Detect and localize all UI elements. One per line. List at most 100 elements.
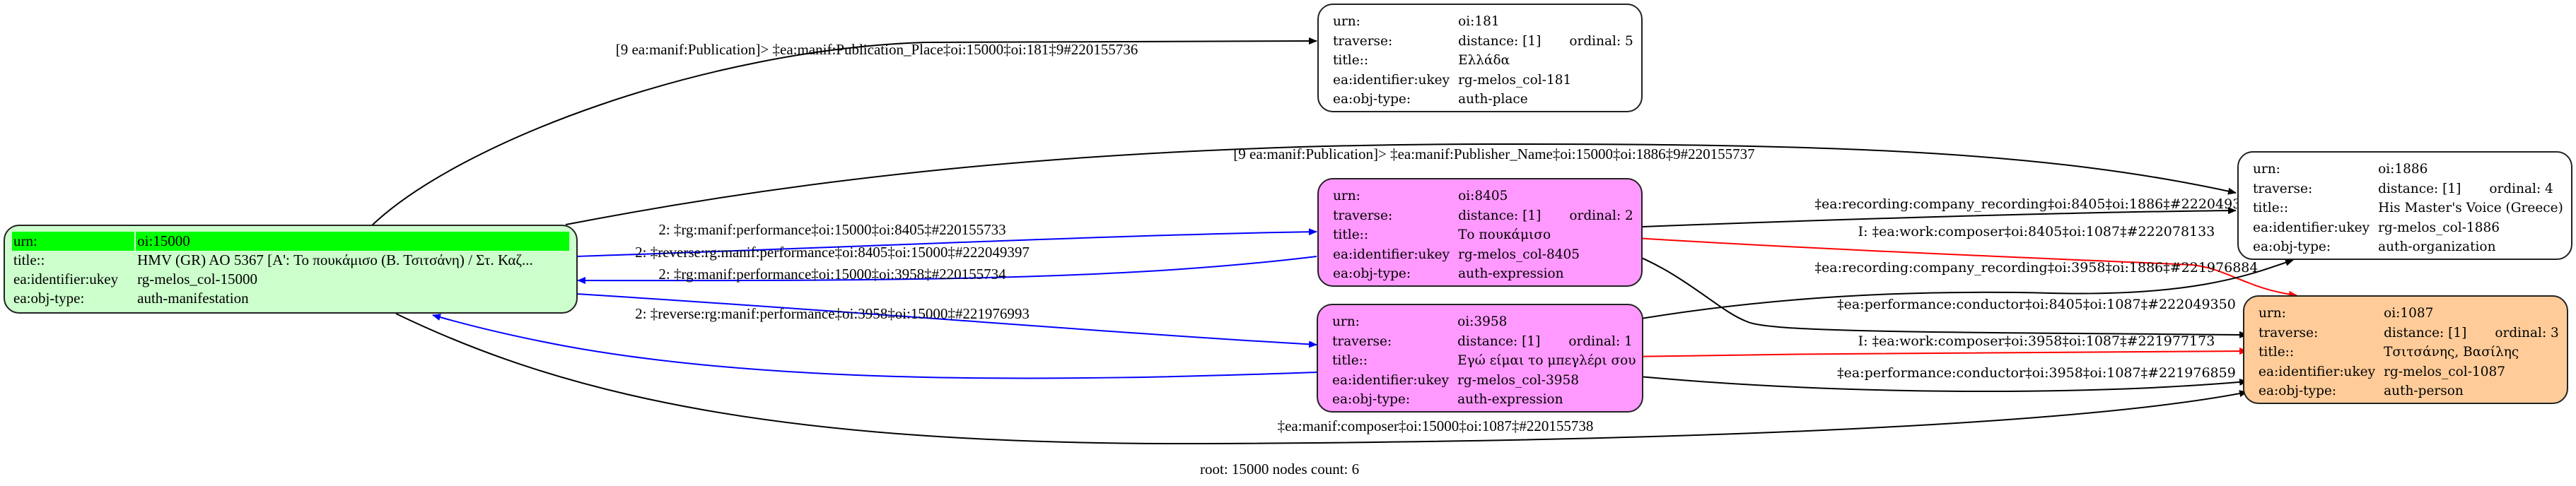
node-3958[interactable]: urn: oi:3958 traverse: distance: [1]ordi… bbox=[1317, 304, 1643, 413]
edge-reverse-performance-8405[interactable]: 2: ‡reverse:rg:manif:performance‡oi:8405… bbox=[577, 244, 1317, 285]
distance-value: distance: [1] bbox=[2378, 181, 2461, 196]
edge-performance-conductor-8405[interactable]: ‡ea:performance:conductor‡oi:8405‡oi:108… bbox=[1624, 250, 2248, 338]
ordinal-value: ordinal: 1 bbox=[1568, 333, 1633, 349]
edge-label: I: ‡ea:work:composer‡oi:8405‡oi:1087‡#22… bbox=[1858, 224, 2215, 239]
edge-work-composer-3958[interactable]: I: ‡ea:work:composer‡oi:3958‡oi:1087‡#22… bbox=[1624, 333, 2248, 357]
node-root-15000[interactable]: urn: oi:15000 title:: HMV (GR) AO 5367 [… bbox=[4, 225, 578, 314]
property-key: title:: bbox=[1333, 53, 1369, 69]
property-key: traverse: bbox=[2259, 325, 2319, 340]
property-value: auth-person bbox=[2384, 384, 2464, 399]
property-value: auth-place bbox=[1458, 92, 1528, 107]
edge-label: [9 ea:manif:Publication]> ‡ea:manif:Publ… bbox=[1233, 146, 1754, 162]
node-1886[interactable]: urn: oi:1886 traverse: distance: [1]ordi… bbox=[2237, 151, 2572, 260]
node-properties: urn: oi:1087 traverse: distance: [1]ordi… bbox=[2256, 304, 2562, 401]
property-key: traverse: bbox=[2253, 181, 2313, 196]
edge-company-recording-8405[interactable]: ‡ea:recording:company_recording‡oi:8405‡… bbox=[1624, 196, 2259, 228]
property-row-type: ea:obj-type: auth-place bbox=[1331, 90, 1635, 109]
property-key: ea:obj-type: bbox=[1332, 392, 1411, 408]
property-value: distance: [1] ordinal: 2 bbox=[1457, 206, 1635, 226]
node-1087[interactable]: urn: oi:1087 traverse: distance: [1]ordi… bbox=[2243, 295, 2568, 404]
property-row-type: ea:obj-type: auth-expression bbox=[1331, 390, 1638, 410]
property-key: ea:obj-type: bbox=[2253, 239, 2331, 255]
property-key: ea:identifier:ukey bbox=[1333, 247, 1450, 262]
edge-company-recording-3958[interactable]: ‡ea:recording:company_recording‡oi:3958‡… bbox=[1624, 259, 2294, 322]
property-row-title: title:: Τσιτσάνης, Βασίλης bbox=[2257, 343, 2560, 362]
property-row-type: ea:obj-type: auth-expression bbox=[1331, 264, 1635, 284]
property-row-title: title:: Ελλάδα bbox=[1331, 51, 1635, 71]
property-value: auth-expression bbox=[1457, 392, 1563, 408]
property-key: traverse: bbox=[1333, 33, 1393, 49]
property-row-traverse: traverse: distance: [1]ordinal: 4 bbox=[2251, 179, 2565, 199]
graph-footer-summary: root: 15000 nodes count: 6 bbox=[1200, 461, 1360, 478]
property-row-traverse: traverse: distance: [1]ordinal: 3 bbox=[2257, 324, 2560, 343]
ordinal-value: ordinal: 2 bbox=[1569, 208, 1633, 223]
property-value: oi:8405 bbox=[1458, 189, 1508, 204]
property-key: title:: bbox=[13, 251, 45, 268]
edge-label: 2: ‡rg:manif:performance‡oi:15000‡oi:840… bbox=[658, 221, 1006, 238]
node-properties: urn: oi:1886 traverse: distance: [1]ordi… bbox=[2250, 160, 2566, 257]
ordinal-value: ordinal: 5 bbox=[1569, 33, 1633, 49]
edge-performance-3958[interactable]: 2: ‡rg:manif:performance‡oi:15000‡oi:395… bbox=[576, 266, 1317, 348]
property-value: auth-organization bbox=[2378, 239, 2496, 255]
property-key: ea:identifier:ukey bbox=[2253, 220, 2370, 235]
property-value: auth-expression bbox=[1458, 266, 1564, 282]
property-row-ukey: ea:identifier:ukey rg-melos_col-15000 bbox=[12, 270, 569, 289]
property-row-title: title:: Εγώ είμαι το μπεγλέρι σου bbox=[1331, 351, 1638, 371]
property-value: oi:15000 bbox=[136, 232, 569, 251]
property-key: title:: bbox=[2253, 201, 2289, 216]
edge-manif-composer[interactable]: ‡ea:manif:composer‡oi:15000‡oi:1087‡#220… bbox=[395, 313, 2248, 445]
property-key: traverse: bbox=[1333, 208, 1393, 223]
node-8405[interactable]: urn: oi:8405 traverse: distance: [1] ordi… bbox=[1317, 178, 1643, 287]
property-value: Τσιτσάνης, Βασίλης bbox=[2384, 345, 2519, 360]
property-value: rg-melos_col-1886 bbox=[2378, 220, 2500, 235]
edge-label: [9 ea:manif:Publication]> ‡ea:manif:Publ… bbox=[616, 41, 1138, 58]
property-value: auth-manifestation bbox=[137, 290, 249, 307]
edge-work-composer-8405[interactable]: I: ‡ea:work:composer‡oi:8405‡oi:1087‡#22… bbox=[1624, 224, 2297, 298]
property-key: ea:obj-type: bbox=[1333, 266, 1411, 282]
edge-label: 2: ‡reverse:rg:manif:performance‡oi:3958… bbox=[635, 305, 1030, 322]
edge-label: ‡ea:recording:company_recording‡oi:8405‡… bbox=[1815, 196, 2259, 212]
node-181[interactable]: urn: oi:181 traverse: distance: [1]ordin… bbox=[1317, 4, 1643, 112]
property-row-title: title:: HMV (GR) AO 5367 [A': Το πουκάμι… bbox=[12, 251, 569, 270]
edge-publication-place[interactable]: [9 ea:manif:Publication]> ‡ea:manif:Publ… bbox=[371, 37, 1317, 227]
edge-publisher-name[interactable]: [9 ea:manif:Publication]> ‡ea:manif:Publ… bbox=[565, 143, 2237, 225]
edge-label: ‡ea:manif:composer‡oi:15000‡oi:1087‡#220… bbox=[1278, 417, 1594, 434]
property-value: HMV (GR) AO 5367 [A': Το πουκάμισο (Β. Τ… bbox=[137, 251, 533, 268]
property-value: rg-melos_col-181 bbox=[1458, 72, 1572, 88]
node-properties: urn: oi:3958 traverse: distance: [1]ordi… bbox=[1329, 312, 1639, 410]
property-row-title: title:: His Master's Voice (Greece) bbox=[2251, 198, 2565, 218]
property-key: ea:identifier:ukey bbox=[2259, 364, 2376, 379]
distance-value: distance: [1] bbox=[1458, 208, 1541, 223]
property-key: title:: bbox=[1333, 227, 1369, 243]
property-value: Εγώ είμαι το μπεγλέρι σου bbox=[1457, 353, 1636, 369]
edge-performance-8405[interactable]: 2: ‡rg:manif:performance‡oi:15000‡oi:840… bbox=[576, 221, 1317, 257]
edge-label: I: ‡ea:work:composer‡oi:3958‡oi:1087‡#22… bbox=[1858, 333, 2215, 349]
property-key: ea:identifier:ukey bbox=[13, 271, 119, 288]
property-key: traverse: bbox=[1332, 333, 1392, 349]
node-properties: urn: oi:15000 title:: HMV (GR) AO 5367 [… bbox=[11, 232, 571, 308]
property-value: distance: [1]ordinal: 1 bbox=[1456, 332, 1637, 352]
property-key: title:: bbox=[2259, 345, 2295, 360]
property-row-ukey: ea:identifier:ukey rg-melos_col-181 bbox=[1331, 71, 1635, 90]
property-row-ukey: ea:identifier:ukey rg-melos_col-1886 bbox=[2251, 218, 2565, 238]
property-row-urn: urn: oi:181 bbox=[1331, 12, 1635, 32]
property-row-urn: urn: oi:8405 bbox=[1331, 186, 1635, 206]
ordinal-value: ordinal: 3 bbox=[2495, 325, 2559, 340]
property-row-title: title:: Το πουκάμισο bbox=[1331, 225, 1635, 245]
property-value: rg-melos_col-15000 bbox=[137, 271, 258, 288]
property-row-urn: urn: oi:15000 bbox=[12, 232, 569, 251]
property-key: ea:identifier:ukey bbox=[1332, 372, 1450, 388]
property-key: ea:obj-type: bbox=[1333, 92, 1411, 107]
property-key: ea:obj-type: bbox=[13, 290, 85, 307]
edge-performance-conductor-3958[interactable]: ‡ea:performance:conductor‡oi:3958‡oi:108… bbox=[1624, 365, 2248, 393]
node-properties: urn: oi:181 traverse: distance: [1]ordin… bbox=[1330, 12, 1636, 109]
property-key: urn: bbox=[1333, 14, 1360, 30]
edge-reverse-performance-3958[interactable]: 2: ‡reverse:rg:manif:performance‡oi:3958… bbox=[432, 305, 1317, 379]
property-row-ukey: ea:identifier:ukey rg-melos_col-3958 bbox=[1331, 371, 1638, 391]
property-key: urn: bbox=[1332, 314, 1360, 330]
property-row-ukey: ea:identifier:ukey rg-melos_col-1087 bbox=[2257, 362, 2560, 382]
edge-label: ‡ea:performance:conductor‡oi:8405‡oi:108… bbox=[1837, 297, 2236, 312]
property-row-type: ea:obj-type: auth-person bbox=[2257, 381, 2560, 401]
property-value: distance: [1]ordinal: 5 bbox=[1457, 32, 1635, 52]
